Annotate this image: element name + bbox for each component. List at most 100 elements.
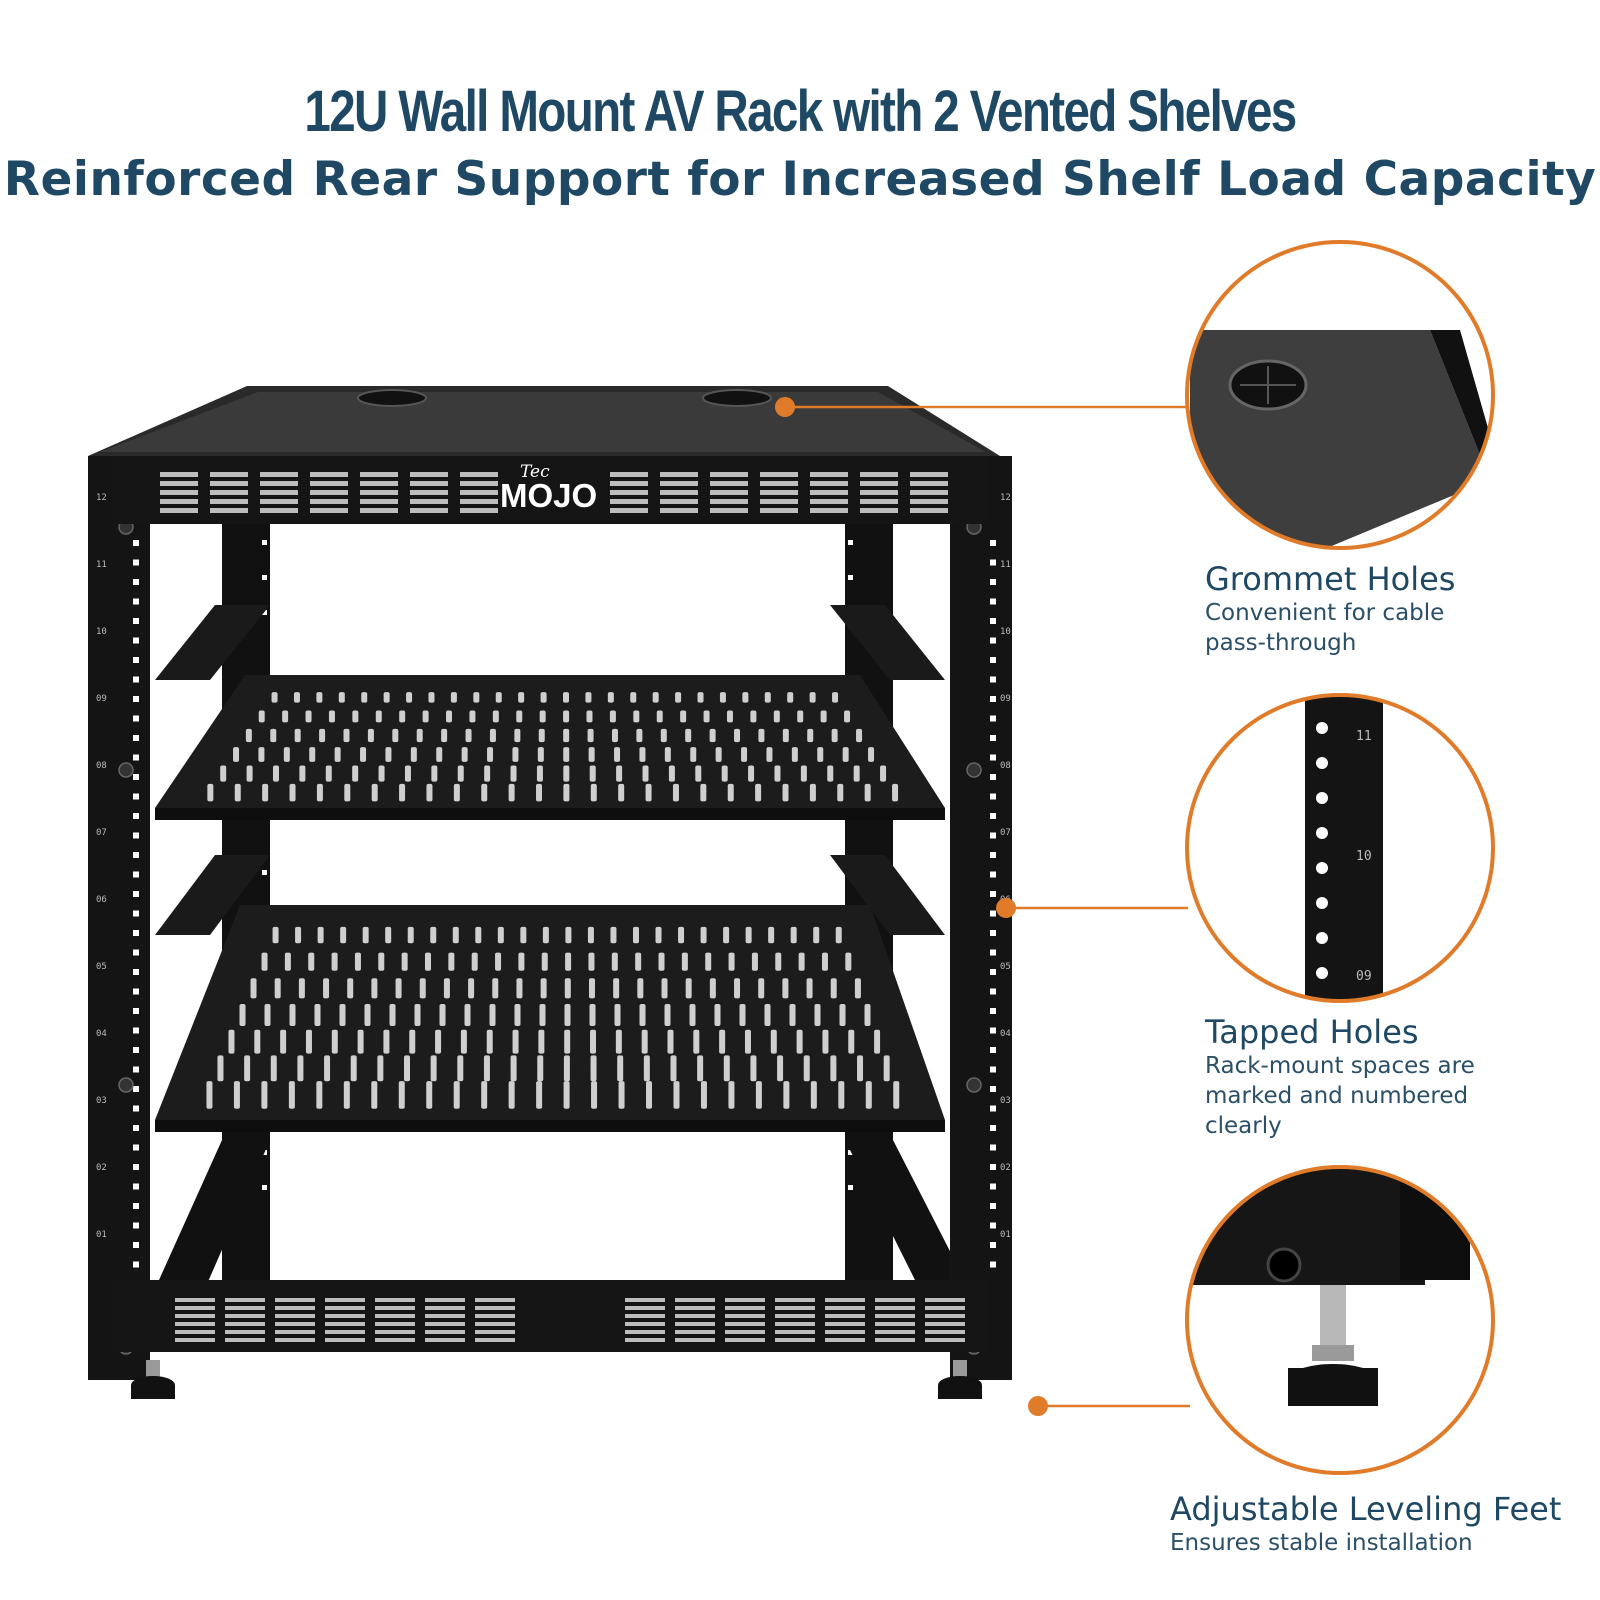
shelf-vent-slot: [563, 710, 570, 723]
vent-slot: [375, 1314, 415, 1318]
shelf-vent-slot: [758, 728, 765, 743]
shelf-vent-slot: [741, 747, 748, 762]
shelf-vent-slot: [856, 728, 863, 743]
rail-number-label: 07: [1000, 828, 1011, 838]
rail-number-label: 03: [96, 1096, 107, 1106]
rail-hole: [133, 657, 139, 663]
vent-slot: [660, 490, 698, 495]
shelf-vent-slot: [284, 952, 291, 971]
shelf-vent-slot: [750, 1055, 757, 1082]
vent-slot: [175, 1338, 215, 1342]
shelf-vent-slot: [541, 952, 548, 971]
shelf-vent-slot: [685, 978, 692, 999]
shelf-vent-slot: [766, 747, 773, 762]
shelf-vent-slot: [589, 765, 596, 782]
vent-slot: [825, 1298, 865, 1302]
rail-hole: [133, 1183, 139, 1190]
shelf-vent-slot: [270, 728, 277, 743]
shelf-vent-slot: [443, 978, 450, 999]
vent-slot: [725, 1330, 765, 1334]
callout-tapped-holes: Tapped Holes Rack-mount spaces are marke…: [1205, 1013, 1475, 1141]
vent-slot: [460, 472, 498, 477]
shelf-vent-slot: [206, 1081, 213, 1109]
zoom-rail-hole: [1316, 897, 1328, 909]
zoom-rail-hole: [1316, 722, 1328, 734]
vent-slot: [675, 1306, 715, 1310]
shelf-vent-slot: [512, 1029, 519, 1054]
shelf-vent-slot: [308, 952, 315, 971]
shelf-vent-slot: [809, 692, 816, 703]
rail-hole: [133, 1144, 139, 1151]
vent-slot: [910, 499, 948, 504]
shelf-vent-slot: [652, 692, 659, 703]
rail-number-label: 10: [96, 627, 107, 637]
shelf-vent-slot: [371, 783, 378, 802]
shelf-1-vent-slots: [207, 692, 899, 802]
rail-hole: [133, 813, 139, 819]
vent-slot: [460, 508, 498, 513]
vent-slot: [625, 1306, 665, 1310]
shelf-vent-slot: [854, 978, 861, 999]
rail-hole: [990, 813, 996, 819]
shelf-vent-slot: [635, 952, 642, 971]
shelf-vent-slot: [664, 1004, 671, 1026]
shelf-vent-slot: [288, 1081, 295, 1109]
shelf-vent-slot: [316, 783, 323, 802]
vent-slot: [410, 472, 448, 477]
shelf-vent-slot: [367, 728, 374, 743]
vent-slot: [360, 490, 398, 495]
shelf-vent-slot: [518, 952, 525, 971]
vent-slot: [260, 481, 298, 486]
vent-slot: [275, 1330, 315, 1334]
shelf-vent-slot: [777, 1055, 784, 1082]
vent-slot: [725, 1338, 765, 1342]
shelf-vent-slot: [378, 765, 385, 782]
shelf-vent-slot: [670, 1055, 677, 1082]
shelf-vent-slot: [282, 710, 289, 723]
shelf-vent-slot: [705, 952, 712, 971]
rail-hole: [990, 657, 996, 663]
shelf-vent-slot: [639, 747, 646, 762]
shelf-vent-slot: [264, 1004, 271, 1026]
vent-slot: [210, 490, 248, 495]
shelf-vent-slot: [460, 1029, 467, 1054]
rail-hole: [133, 891, 139, 897]
vent-slot: [775, 1330, 815, 1334]
screw: [118, 1077, 134, 1093]
grommet-hole: [702, 389, 772, 407]
vent-slot: [675, 1298, 715, 1302]
vent-slot: [625, 1338, 665, 1342]
vent-slot: [460, 499, 498, 504]
vent-slot: [875, 1338, 915, 1342]
rail-hole: [990, 715, 996, 722]
rail-hole: [990, 1008, 996, 1014]
shelf-vent-slot: [246, 765, 253, 782]
vent-slot: [460, 490, 498, 495]
shelf-vent-slot: [354, 952, 361, 971]
vent-slot: [875, 1298, 915, 1302]
shelf-vent-slot: [721, 765, 728, 782]
shelf-vent-slot: [492, 710, 499, 723]
shelf-vent-slot: [642, 765, 649, 782]
rail-hole: [990, 1164, 996, 1170]
shelf-vent-slot: [360, 747, 367, 762]
shelf-vent-slot: [489, 1004, 496, 1026]
vent-slot: [425, 1322, 465, 1326]
vent-slot: [775, 1322, 815, 1326]
vent-slot: [675, 1338, 715, 1342]
rail-hole: [990, 1222, 996, 1229]
shelf-vent-slot: [245, 728, 252, 743]
rail-hole: [133, 637, 139, 644]
vent-slot: [925, 1322, 965, 1326]
shelf-vent-slot: [371, 1081, 378, 1109]
vent-slot: [875, 1330, 915, 1334]
shelf-vent-slot: [250, 978, 257, 999]
vent-slot: [775, 1314, 815, 1318]
shelf-vent-slot: [486, 1029, 493, 1054]
shelf-vent-slot: [797, 710, 804, 723]
shelf-vent-slot: [314, 1004, 321, 1026]
vent-slot: [660, 499, 698, 504]
shelf-vent-slot: [883, 1055, 890, 1082]
rail-hole: [133, 618, 139, 624]
shelf-vent-slot: [399, 783, 406, 802]
